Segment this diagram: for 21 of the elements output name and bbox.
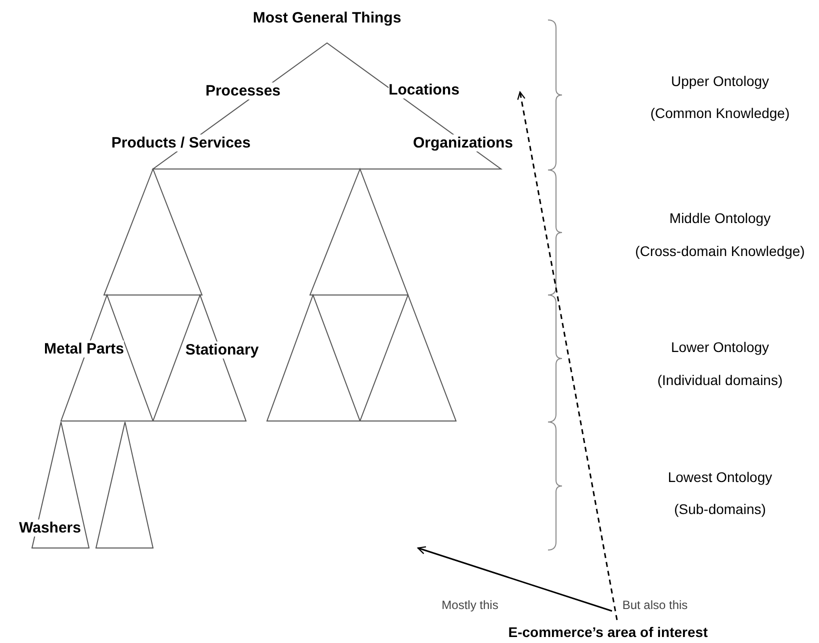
category-label: Metal Parts xyxy=(44,340,124,358)
category-label: Products / Services xyxy=(111,134,251,152)
edge-label: Mostly this xyxy=(440,598,500,612)
category-label: Organizations xyxy=(413,134,513,152)
arrow xyxy=(517,91,618,620)
category-label: Stationary xyxy=(185,342,259,358)
caption-text: E-commerce’s area of interest xyxy=(508,624,708,640)
ontology-level-label: (Individual domains) xyxy=(657,372,783,388)
category-label: Processes xyxy=(205,82,281,100)
ontology-level-label: Lowest Ontology xyxy=(668,469,772,485)
arrow xyxy=(417,546,612,612)
category-label: Most General Things xyxy=(252,10,402,26)
ontology-level-label: (Common Knowledge) xyxy=(650,105,790,121)
edge-label: But also this xyxy=(620,598,690,612)
ontology-level-label: Upper Ontology xyxy=(670,73,770,89)
ontology-level-label: Lower Ontology xyxy=(670,339,770,355)
ontology-level-label: Middle Ontology xyxy=(669,210,771,226)
ontology-level-label: (Sub-domains) xyxy=(674,501,766,517)
ontology-level-label: (Cross-domain Knowledge) xyxy=(635,243,805,259)
category-label: Washers xyxy=(19,520,81,536)
category-label: Locations xyxy=(388,82,460,98)
